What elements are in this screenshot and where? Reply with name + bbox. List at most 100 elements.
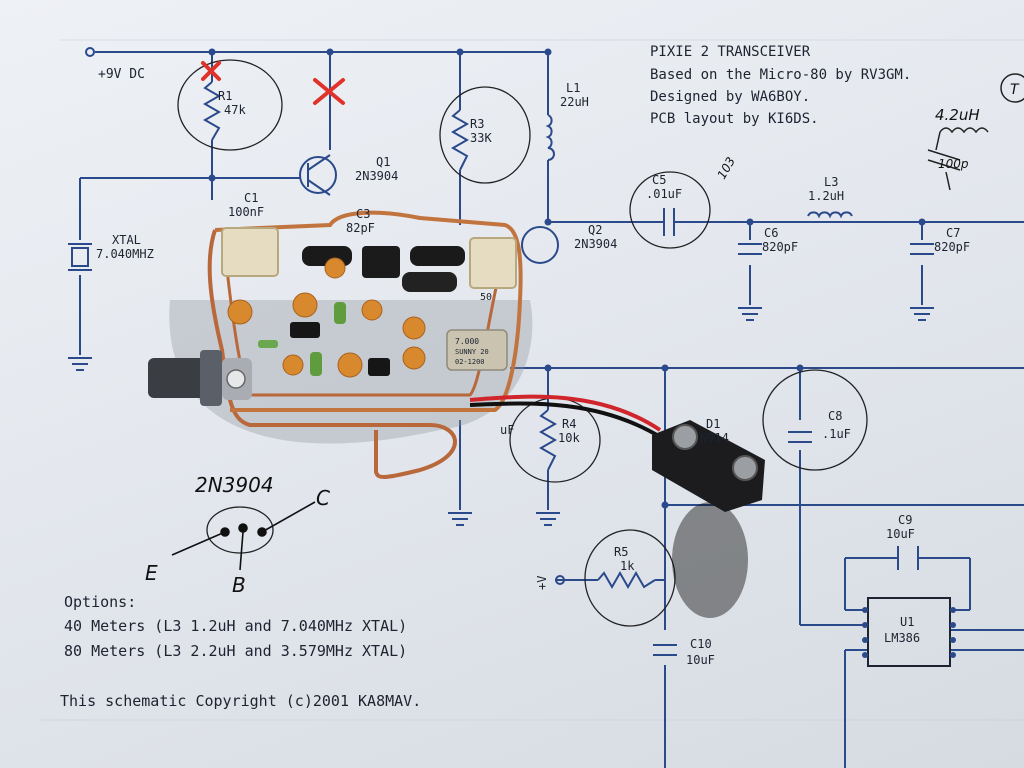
- r5-value: 1k: [620, 559, 635, 573]
- title-line-1: PIXIE 2 TRANSCEIVER: [650, 44, 811, 60]
- battery-lead-red: [469, 394, 662, 432]
- circuit-board-photo: 7.000 SUNNY 20 02-1200 50: [148, 210, 765, 618]
- ceramic-cap: [361, 299, 383, 321]
- xtal-value: 7.040MHZ: [96, 247, 154, 261]
- junction-dots: [208, 48, 956, 658]
- ceramic-cap: [227, 299, 253, 325]
- r5-resistor-symbol: [597, 570, 656, 590]
- red-x-marks: [201, 61, 345, 105]
- ground-symbols: [68, 307, 934, 526]
- l1-inductor-symbol: [545, 114, 555, 161]
- l3-value: 1.2uH: [808, 189, 844, 203]
- u1-value: LM386: [884, 631, 920, 645]
- crystal-can: [446, 329, 508, 371]
- ceramic-cap: [402, 346, 426, 370]
- hand-c5-note: 103: [714, 155, 738, 182]
- xtal-ref: XTAL: [112, 233, 141, 247]
- battery-lead-black: [469, 401, 664, 440]
- black-resistor-3: [402, 272, 457, 292]
- white-coil-right: [469, 237, 517, 289]
- c7-ref: C7: [946, 226, 960, 240]
- r3-resistor-symbol: [450, 109, 470, 171]
- crystal-marking-3: 02-1200: [455, 358, 485, 366]
- hand-corner-t: T: [1010, 82, 1020, 98]
- copper-wire-frame: [207, 229, 457, 479]
- c5-ref: C5: [652, 173, 666, 187]
- c7-value: 820pF: [934, 240, 970, 254]
- q1-transistor-symbol: [299, 156, 337, 194]
- ceramic-cap: [282, 354, 304, 376]
- title-line-2: Based on the Micro-80 by RV3GM.: [650, 67, 911, 83]
- c6-value: 820pF: [762, 240, 798, 254]
- d1-value: N914: [700, 431, 729, 445]
- c9-value: 10uF: [886, 527, 915, 541]
- hand-cap-note: 100p: [938, 157, 969, 171]
- schematic-wires: [79, 51, 1024, 768]
- options-heading: Options:: [64, 593, 136, 611]
- ceramic-cap: [324, 257, 346, 279]
- title-line-4: PCB layout by KI6DS.: [650, 111, 819, 127]
- copyright-line: This schematic Copyright (c)2001 KA8MAV.: [60, 692, 421, 710]
- r1-ref: R1: [218, 89, 232, 103]
- sketch-inductor-note: [927, 73, 1024, 191]
- r1-value: 47k: [224, 103, 246, 117]
- black-resistor-2: [410, 246, 465, 266]
- r3-ref: R3: [470, 117, 484, 131]
- c10-value: 10uF: [686, 653, 715, 667]
- u1-ic-symbol: [867, 597, 951, 667]
- ceramic-cap: [337, 352, 363, 378]
- hand-pin-b: B: [232, 573, 246, 597]
- ceramic-cap: [292, 292, 318, 318]
- plus-v-label: +V: [535, 576, 549, 590]
- c6-ref: C6: [764, 226, 778, 240]
- r1-resistor-symbol: [202, 81, 222, 141]
- supply-label: +9V DC: [98, 67, 145, 82]
- black-transistor: [362, 246, 400, 278]
- l3-ref: L3: [824, 175, 838, 189]
- q2-ref: Q2: [588, 223, 602, 237]
- ceramic-cap: [402, 316, 426, 340]
- c1-value: 100nF: [228, 205, 264, 219]
- hand-inductor-note: 4.2uH: [935, 106, 980, 124]
- u1-ref: U1: [900, 615, 914, 629]
- xtal-symbol: [71, 247, 89, 267]
- l3-inductor-symbol: [807, 211, 853, 219]
- battery-snap: [652, 420, 765, 618]
- trimmer-label: 50: [480, 292, 492, 303]
- q1-value: 2N3904: [355, 169, 398, 183]
- partial-cap-value: uF: [500, 423, 514, 437]
- title-line-3: Designed by WA6BOY.: [650, 89, 810, 105]
- c10-ref: C10: [690, 637, 712, 651]
- c5-value: .01uF: [646, 187, 682, 201]
- paper-guides: [40, 39, 1024, 721]
- options-line-2: 80 Meters (L3 2.2uH and 3.579MHz XTAL): [64, 642, 407, 660]
- l1-ref: L1: [566, 81, 580, 95]
- hand-pin-c: C: [316, 486, 330, 510]
- d1-ref: D1: [706, 417, 720, 431]
- c8-ref: C8: [828, 409, 842, 423]
- r3-value: 33K: [470, 131, 492, 145]
- crystal-marking-1: 7.000: [455, 337, 479, 346]
- hand-transistor-title: 2N3904: [195, 473, 274, 497]
- white-coil-left: [221, 227, 279, 277]
- r4-resistor-symbol: [538, 409, 558, 471]
- pinout-sketch: [171, 501, 316, 571]
- schematic-symbols: [68, 81, 951, 667]
- hand-pin-e: E: [145, 561, 158, 585]
- q2-transistor-symbol: [521, 226, 559, 264]
- supply-terminal: [85, 47, 95, 57]
- r4-ref: R4: [562, 417, 576, 431]
- crystal-marking-2: SUNNY 20: [455, 348, 489, 356]
- c1-ref: C1: [244, 191, 258, 205]
- q2-value: 2N3904: [574, 237, 617, 251]
- c9-ref: C9: [898, 513, 912, 527]
- options-line-1: 40 Meters (L3 1.2uH and 7.040MHz XTAL): [64, 617, 407, 635]
- c3-ref: C3: [356, 207, 370, 221]
- c3-value: 82pF: [346, 221, 375, 235]
- plus-v-terminal: [555, 575, 565, 585]
- q1-ref: Q1: [376, 155, 390, 169]
- c8-value: .1uF: [822, 427, 851, 441]
- r5-ref: R5: [614, 545, 628, 559]
